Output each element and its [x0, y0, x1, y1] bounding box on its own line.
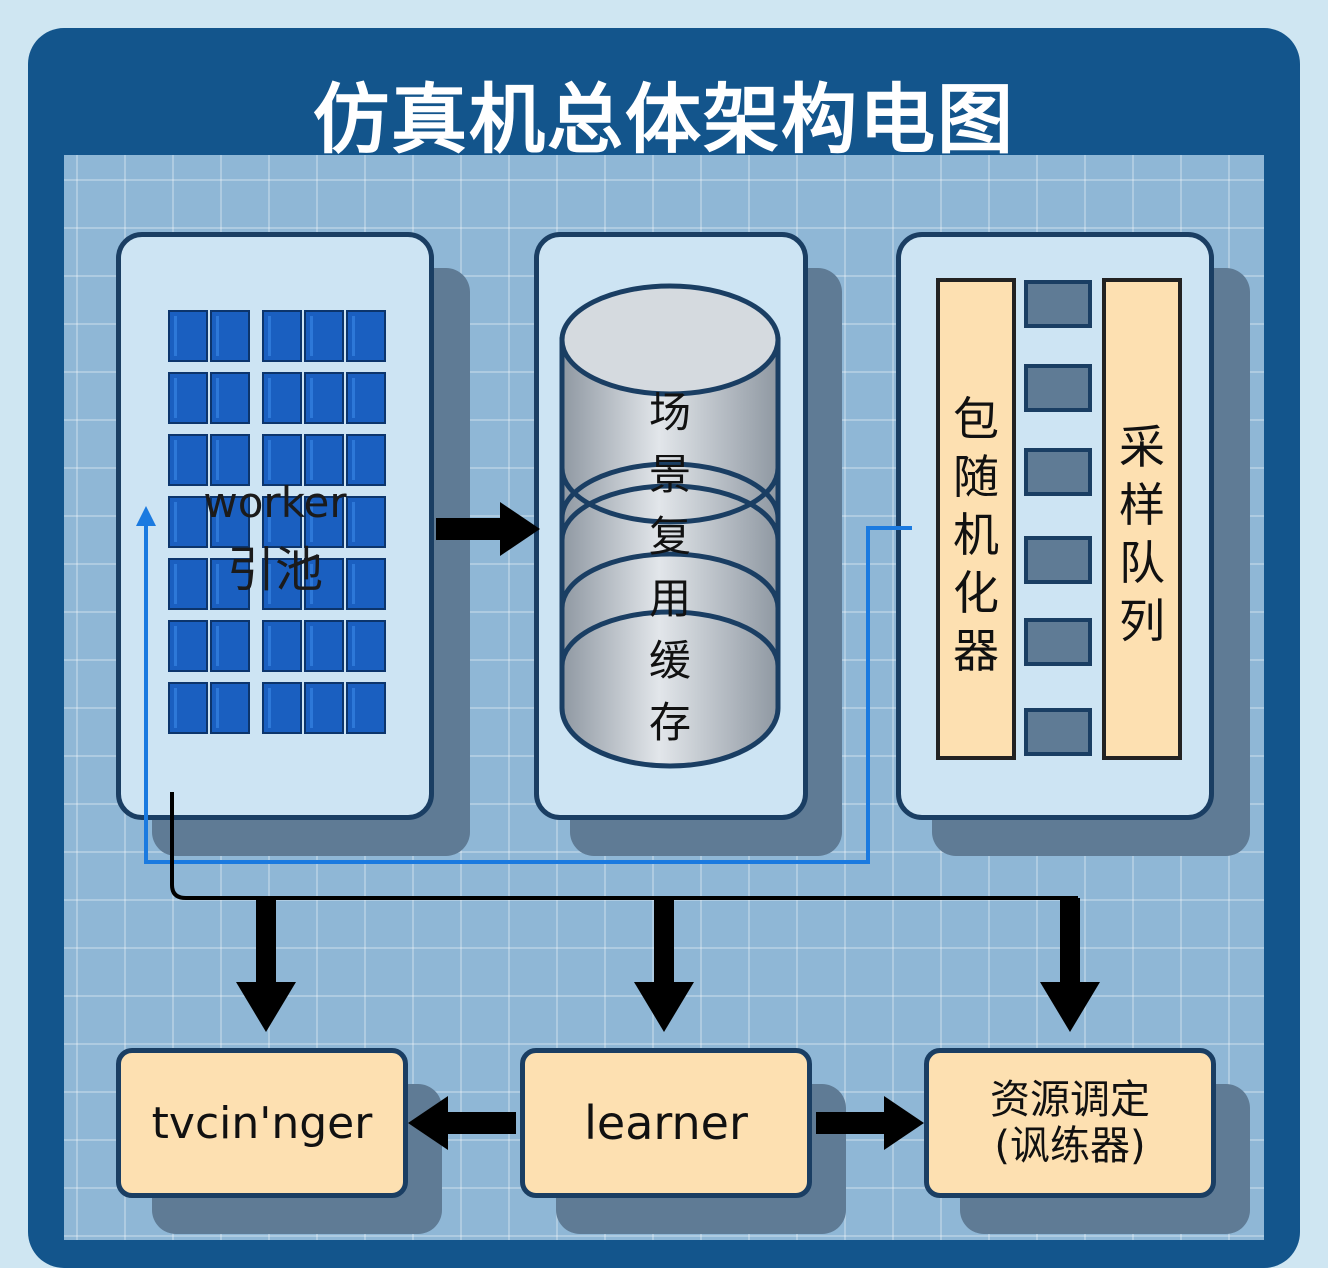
cylinder-top [559, 283, 781, 397]
queue-slot [1024, 448, 1092, 496]
arrow-learner-to-left [408, 1096, 516, 1150]
randomizer-char: 化 [953, 566, 999, 620]
randomizer-char: 器 [953, 624, 999, 678]
queue-slot [1024, 280, 1092, 328]
distribution-line [170, 792, 1078, 920]
cache-char: 复 [648, 512, 691, 561]
server-unit-icon [210, 434, 250, 486]
sampling-queue-char: 列 [1119, 594, 1165, 648]
server-unit-icon [262, 372, 302, 424]
sampling-queue-char: 样 [1119, 478, 1165, 532]
cache-label: 场 景 复 用 缓 存 [630, 382, 710, 754]
server-unit-icon [346, 620, 386, 672]
cache-char: 存 [648, 698, 691, 747]
diagram-title: 仿真机总体架构电图 [313, 75, 1015, 164]
randomizer-label: 包 随 机 化 器 [936, 390, 1016, 680]
server-unit-icon [168, 620, 208, 672]
resource-scheduler-box: 资源调定 (讽练器) [924, 1048, 1216, 1198]
randomizer-char: 包 [953, 392, 999, 446]
server-unit-icon [304, 620, 344, 672]
tvcinnger-box: tvcin'nger [116, 1048, 408, 1198]
server-unit-icon [304, 496, 344, 548]
server-unit-icon [346, 372, 386, 424]
server-unit-icon [304, 372, 344, 424]
resource-scheduler-label-line2: (讽练器) [994, 1123, 1146, 1169]
arrow-learner-to-right [816, 1096, 924, 1150]
cache-char: 景 [648, 450, 691, 499]
arrow-down-left [236, 898, 296, 1032]
server-unit-icon [262, 558, 302, 610]
cylinder-ring [559, 551, 781, 609]
cache-cylinder [559, 283, 781, 769]
server-unit-icon [346, 496, 386, 548]
server-unit-icon [346, 434, 386, 486]
server-unit-icon [304, 558, 344, 610]
randomizer-char: 随 [953, 450, 999, 504]
resource-scheduler-label-line1: 资源调定 [990, 1077, 1150, 1123]
cache-char: 缓 [648, 636, 691, 685]
server-unit-icon [168, 682, 208, 734]
tvcinnger-label: tvcin'nger [151, 1097, 373, 1149]
server-unit-icon [210, 496, 250, 548]
sampling-queue-label: 采 样 队 列 [1102, 418, 1182, 650]
arrow-down-middle [634, 898, 694, 1032]
arrow-worker-to-cache [436, 502, 540, 556]
server-unit-icon [168, 434, 208, 486]
server-unit-icon [210, 558, 250, 610]
sampling-queue-box [1102, 278, 1182, 760]
server-unit-icon [168, 558, 208, 610]
server-unit-icon [346, 310, 386, 362]
server-unit-icon [304, 682, 344, 734]
diagram-lines-layer [136, 283, 1100, 1150]
server-unit-icon [346, 558, 386, 610]
feedback-arrowhead [136, 506, 156, 526]
cache-char: 用 [648, 574, 691, 623]
server-unit-icon [210, 682, 250, 734]
cylinder-ring [559, 461, 781, 519]
server-unit-icon [346, 682, 386, 734]
server-unit-icon [262, 310, 302, 362]
cylinder-ring [559, 483, 781, 541]
learner-label: learner [584, 1096, 748, 1150]
learner-box: learner [520, 1048, 812, 1198]
queue-slot [1024, 364, 1092, 412]
server-unit-icon [262, 620, 302, 672]
server-unit-icon [210, 620, 250, 672]
cache-char: 场 [648, 388, 691, 437]
queue-slot [1024, 708, 1092, 756]
worker-pool-label-line2: 引池 [226, 542, 323, 598]
queue-slot [1024, 618, 1092, 666]
randomizer-box [936, 278, 1016, 760]
server-unit-icon [304, 310, 344, 362]
server-unit-icon [262, 682, 302, 734]
queue-slot [1024, 536, 1092, 584]
sampling-queue-char: 队 [1119, 536, 1165, 590]
server-unit-icon [262, 434, 302, 486]
server-unit-icon [262, 496, 302, 548]
randomizer-char: 机 [953, 508, 999, 562]
server-unit-icon [168, 310, 208, 362]
feedback-line [144, 520, 912, 864]
worker-pool-label-line1: worker [203, 478, 347, 527]
server-unit-icon [304, 434, 344, 486]
server-unit-icon [210, 310, 250, 362]
arrow-down-right [1040, 898, 1100, 1032]
server-unit-icon [210, 372, 250, 424]
server-unit-icon [168, 496, 208, 548]
server-unit-icon [168, 372, 208, 424]
sampling-queue-char: 采 [1119, 420, 1165, 474]
cylinder-ring [559, 609, 781, 667]
